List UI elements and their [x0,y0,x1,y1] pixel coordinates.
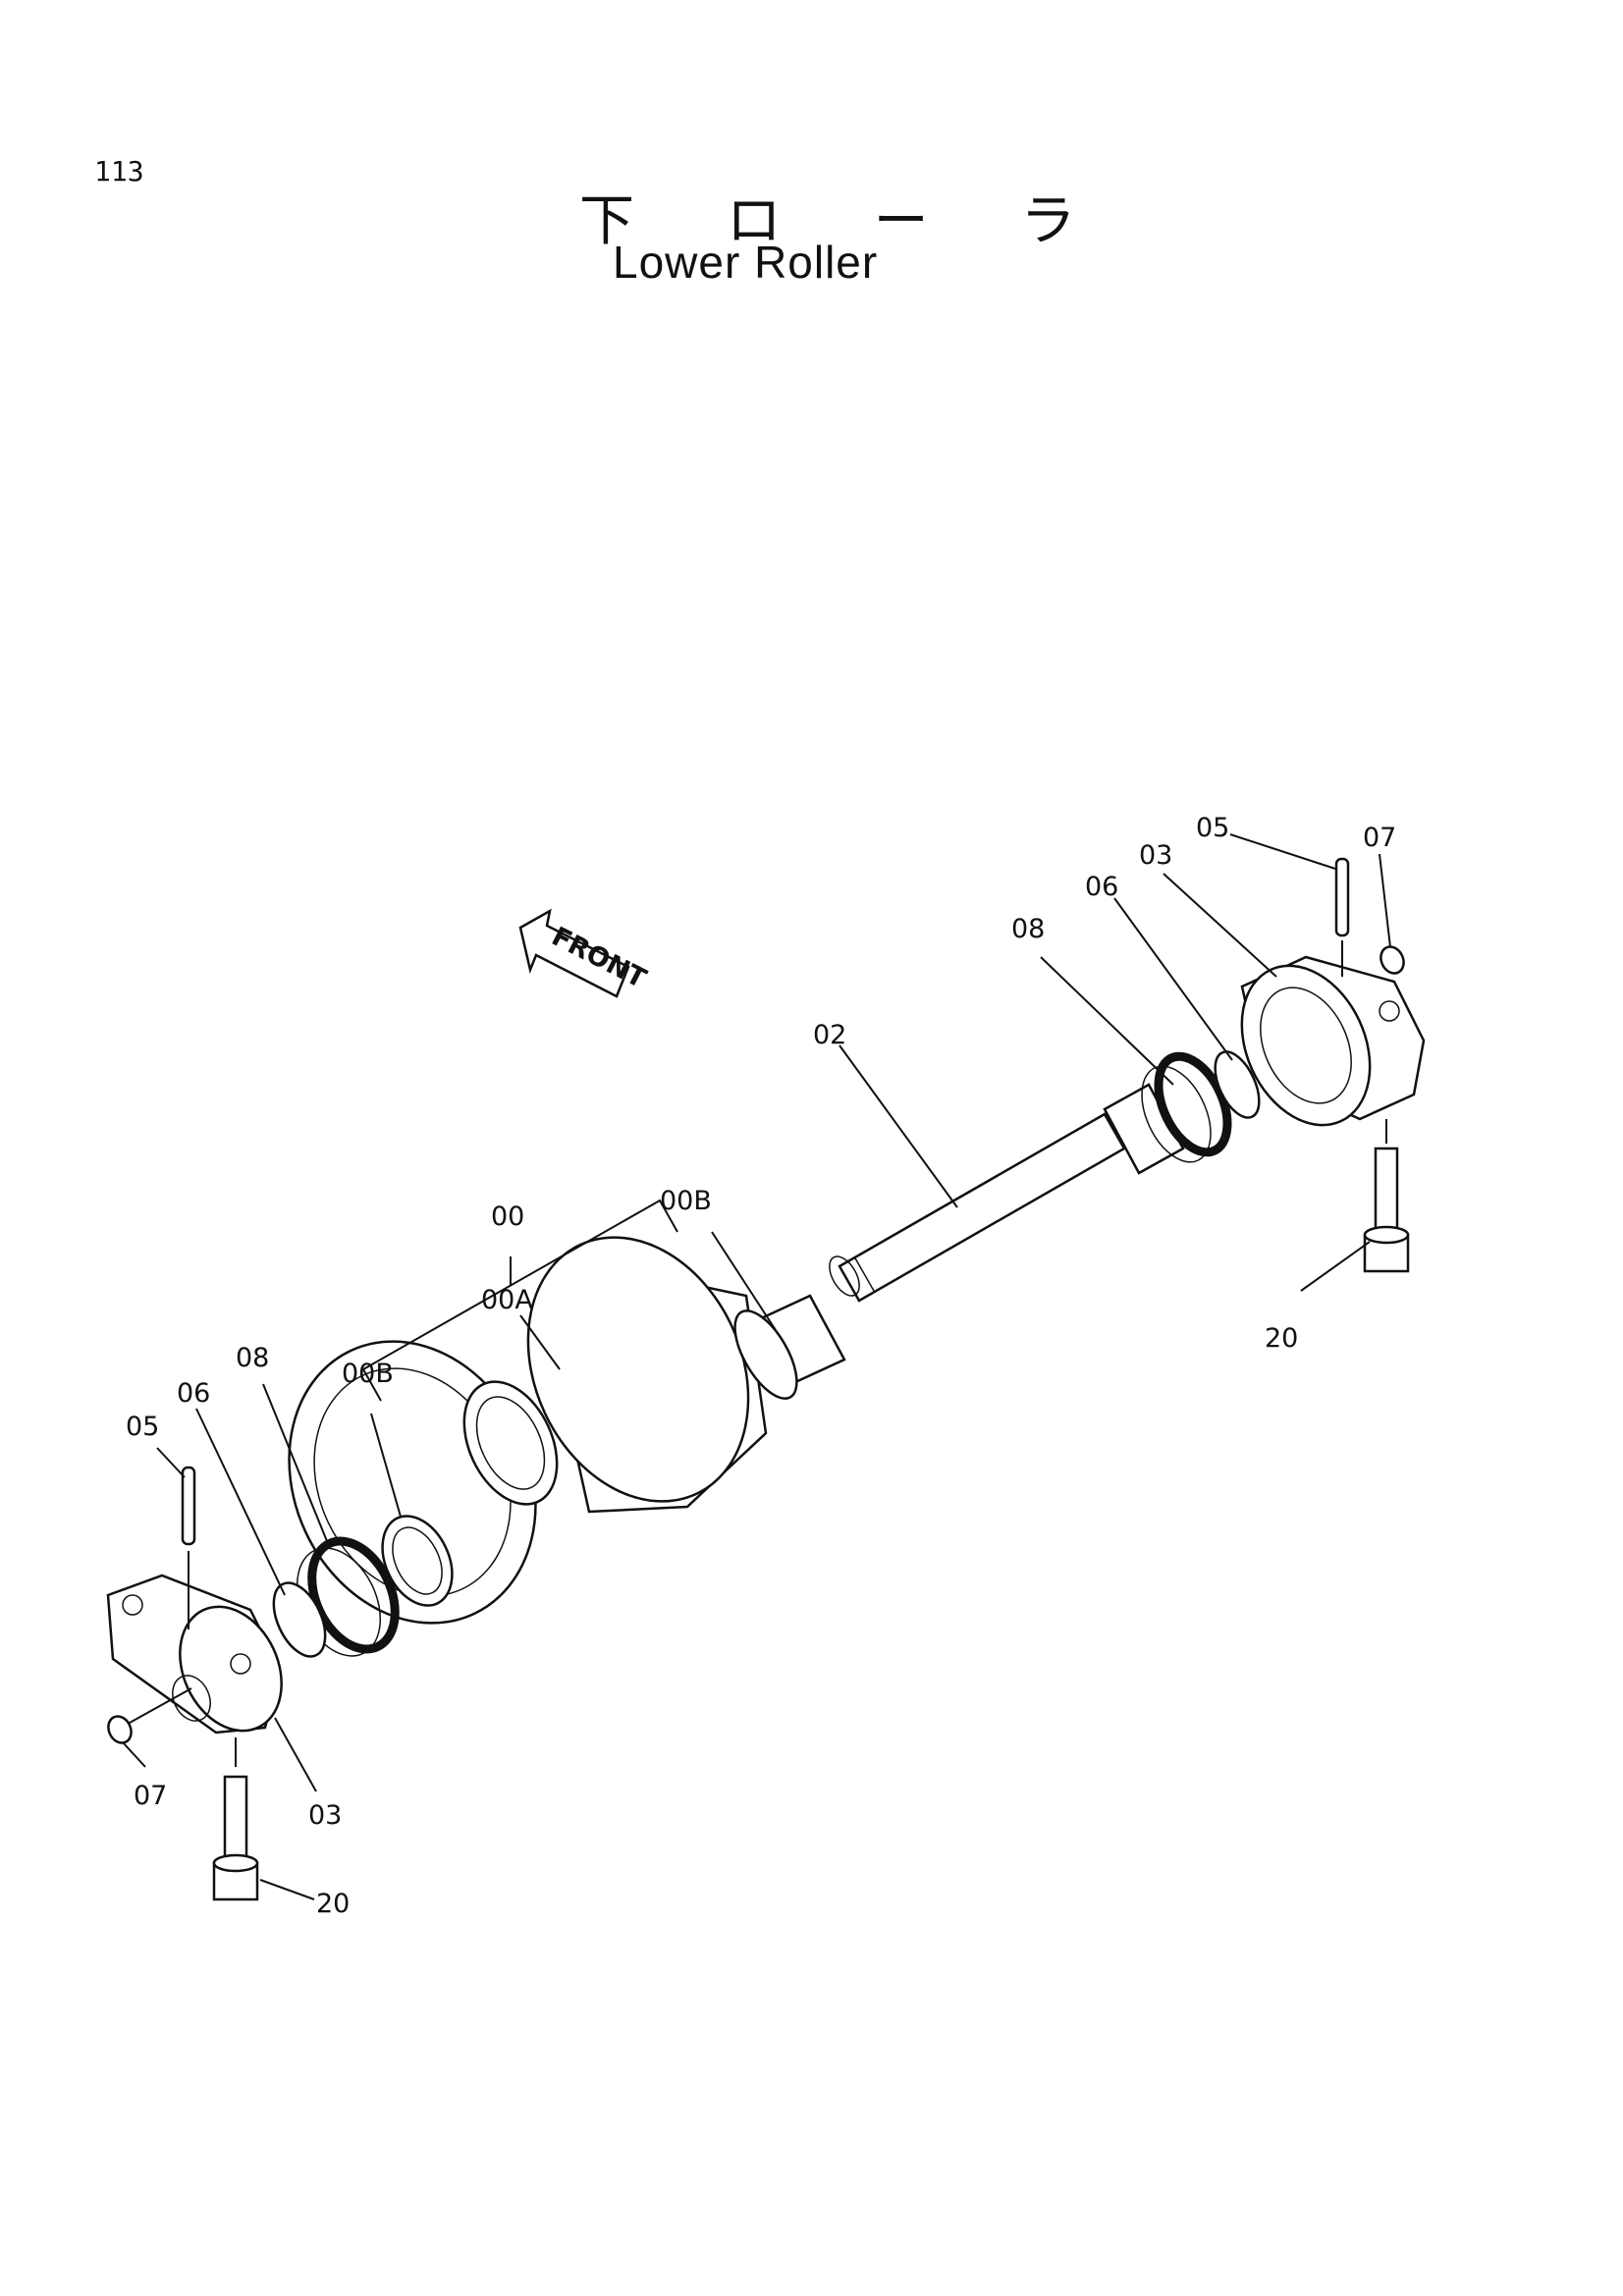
left-set-screw-part [107,1687,192,1744]
front-arrow-icon: FRONT [518,908,651,998]
callout-20-right: 20 [1265,1323,1298,1354]
left-collar-housing-part [106,1574,283,1735]
callout-06-left: 06 [177,1378,210,1409]
callout-08-left: 08 [236,1343,269,1373]
callout-00b-right: 00B [660,1186,712,1216]
callout-20-left: 20 [316,1889,350,1919]
leader-lines [122,833,1391,1900]
callout-07-right: 07 [1363,823,1396,853]
right-collar-housing-part [1240,955,1426,1127]
callout-00a: 00A [481,1285,533,1315]
callout-02: 02 [813,1020,846,1050]
callout-00b-left: 00B [342,1359,394,1389]
shaft-part [829,1083,1185,1303]
left-o-ring-part [272,1581,327,1658]
callout-06-right: 06 [1085,872,1118,902]
right-bolt-part [1363,1119,1410,1273]
left-pin-part [181,1466,196,1629]
callout-07-left: 07 [134,1781,167,1811]
roller-body-part [288,1236,846,1625]
right-o-ring-part [1214,1050,1261,1119]
title-english: Lower Roller [613,237,879,288]
callout-00: 00 [491,1201,524,1232]
title-japanese: 下 ロ ー ラ [579,189,1113,253]
callout-08-right: 08 [1011,914,1045,944]
callout-03-right: 03 [1139,840,1172,871]
page-number: 113 [94,155,144,187]
callout-labels: 05 07 03 06 08 02 00 00B 00A 00B 08 06 0… [126,813,1396,1919]
callout-03-left: 03 [308,1800,342,1831]
right-pin-part [1334,857,1350,977]
callout-05-left: 05 [126,1412,159,1442]
left-bolt-part [212,1737,259,1901]
callout-05-right: 05 [1196,813,1229,843]
assembly-bracket [362,1199,678,1402]
right-set-screw-part [1380,945,1405,975]
